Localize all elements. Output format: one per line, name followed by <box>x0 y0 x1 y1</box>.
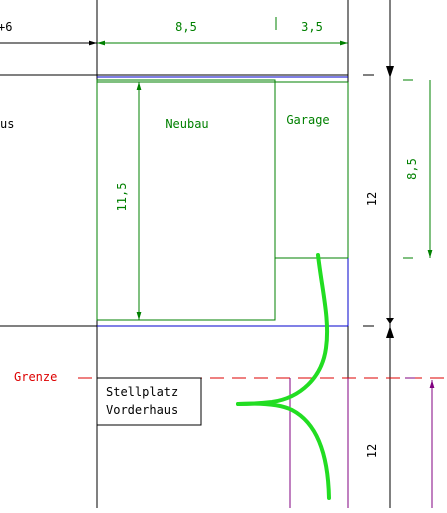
stellplatz-line2: Vorderhaus <box>106 403 178 417</box>
dim-top-left: +6 <box>0 20 12 34</box>
right-dim-arrow-2 <box>386 318 394 324</box>
partial-haus-label: us <box>0 117 14 131</box>
dim-right-lower: 12 <box>365 444 379 458</box>
dim-right-upper: 12 <box>365 192 379 206</box>
driveway-curve-upper <box>236 253 330 406</box>
dim-garage-width: 3,5 <box>301 20 323 34</box>
grenze-label: Grenze <box>14 370 57 384</box>
dim-far-right: 8,5 <box>405 158 419 180</box>
right-dim-arrow-3 <box>386 326 394 338</box>
dim-neubau-depth: 11,5 <box>115 183 129 212</box>
stellplatz-line1: Stellplatz <box>106 385 178 399</box>
neubau-label: Neubau <box>165 117 208 131</box>
right-dim-arrow-1 <box>386 66 394 78</box>
dim-neubau-width: 8,5 <box>175 20 197 34</box>
garage-label: Garage <box>286 113 329 127</box>
stellplatz-box <box>96 377 202 426</box>
driveway-curve-lower <box>236 401 331 500</box>
